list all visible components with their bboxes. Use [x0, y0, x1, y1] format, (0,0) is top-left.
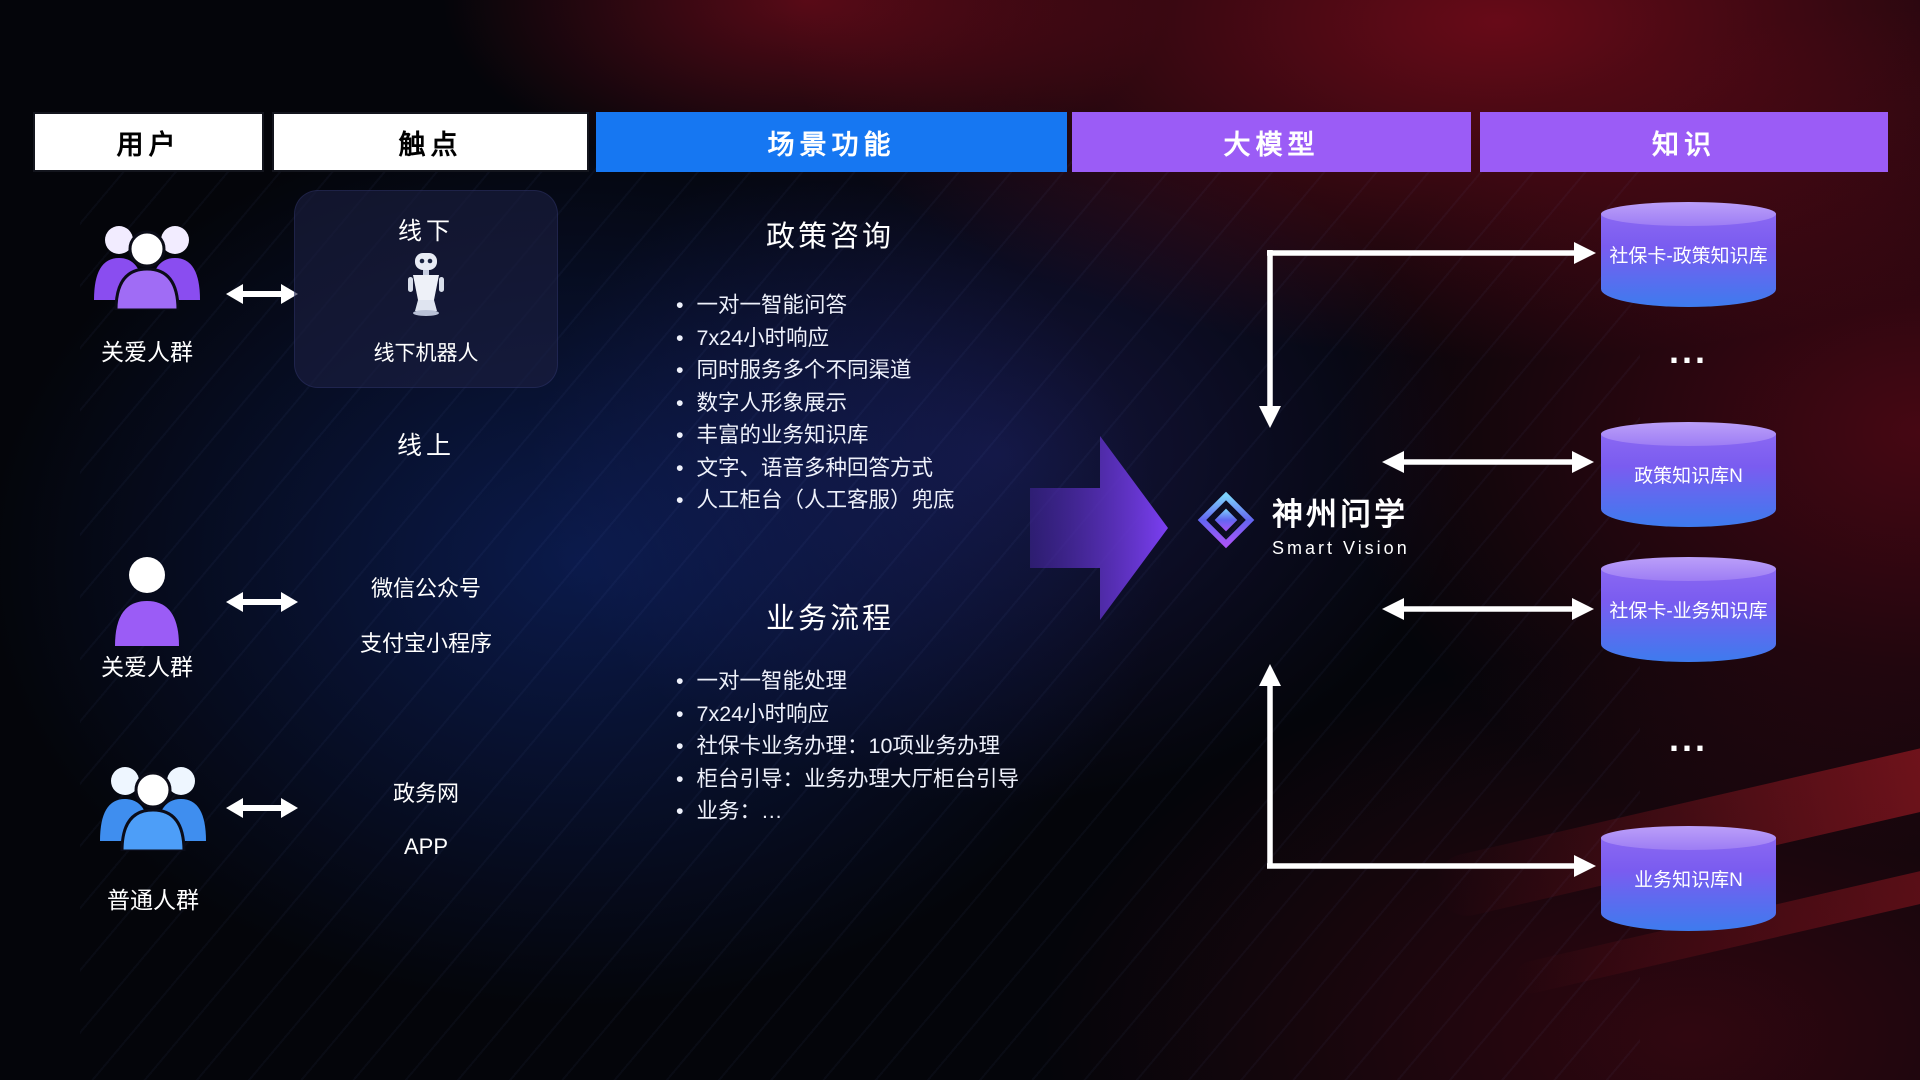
brand-diamond-icon [1197, 491, 1255, 549]
header-touchpoints: 触点 [272, 112, 589, 172]
double-arrow-icon [226, 798, 298, 818]
feature-item: 一对一智能处理 [676, 665, 1019, 698]
feature-item: 社保卡业务办理：10项业务办理 [676, 730, 1019, 763]
db-policy-n: 政策知识库N [1601, 422, 1776, 527]
front-person [114, 230, 180, 310]
feature-item: 7x24小时响应 [676, 698, 1019, 731]
feature-item: 一对一智能问答 [676, 289, 955, 322]
db-policy-social-card: 社保卡-政策知识库 [1601, 202, 1776, 307]
db-cylinder-top [1601, 826, 1776, 850]
db-cylinder-top [1601, 422, 1776, 446]
channel-wechat: 微信公众号 [370, 576, 481, 601]
double-arrow-icon [226, 592, 298, 612]
feature-item: 业务：… [676, 795, 1019, 828]
offline-robot-label: 线下机器人 [373, 342, 479, 365]
feature-item: 文字、语音多种回答方式 [676, 452, 955, 485]
db-business-n: 业务知识库N [1601, 826, 1776, 931]
policy-feature-list: 一对一智能问答 7x24小时响应 同时服务多个不同渠道 数字人形象展示 丰富的业… [676, 289, 955, 517]
db-cylinder-top [1601, 202, 1776, 226]
service-robot-icon [408, 253, 444, 316]
feature-item: 同时服务多个不同渠道 [676, 354, 955, 387]
feature-item: 数字人形象展示 [676, 387, 955, 420]
db-cylinder-body [1601, 569, 1776, 662]
channel-app: APP [403, 834, 449, 859]
feature-item: 丰富的业务知识库 [676, 419, 955, 452]
business-section-title: 业务流程 [765, 603, 894, 635]
feature-item: 人工柜台（人工客服）兜底 [676, 484, 955, 517]
front-person [120, 771, 186, 851]
brand-name: 神州问学 [1272, 497, 1408, 532]
db-cylinder-body [1601, 434, 1776, 527]
db-label: 政策知识库N [1634, 465, 1743, 487]
db-business-social-card: 社保卡-业务知识库 [1601, 557, 1776, 662]
online-label: 线上 [396, 432, 455, 460]
ellipsis-bottom: ... [1668, 718, 1708, 759]
double-arrow-icon [226, 284, 298, 304]
header-users: 用户 [33, 112, 264, 172]
feature-item: 柜台引导：业务办理大厅柜台引导 [676, 763, 1020, 796]
ellipsis-top: ... [1668, 330, 1708, 371]
policy-section-title: 政策咨询 [765, 221, 894, 253]
db-cylinder-body [1601, 838, 1776, 931]
group-people-blue-icon [100, 767, 206, 851]
channel-alipay: 支付宝小程序 [359, 631, 492, 656]
offline-title: 线下 [398, 218, 454, 245]
flow-arrow [1030, 436, 1168, 620]
header-knowledge: 知识 [1480, 112, 1888, 172]
db-cylinder-top [1601, 557, 1776, 581]
brand-block: 神州问学 Smart Vision [1272, 489, 1410, 559]
offline-touchpoint-card: 线下 线下机器人 [294, 190, 558, 388]
header-llm: 大模型 [1072, 112, 1471, 172]
user-group-2-label: 关爱人群 [101, 654, 193, 680]
db-label: 社保卡-政策知识库 [1609, 245, 1768, 267]
feature-item: 7x24小时响应 [676, 322, 955, 355]
brand-subtitle: Smart Vision [1272, 538, 1410, 558]
group-people-purple-icon [94, 226, 200, 310]
channel-gov-web: 政务网 [392, 781, 459, 806]
db-cylinder-body [1601, 214, 1776, 307]
db-label: 社保卡-业务知识库 [1609, 600, 1768, 622]
business-feature-list: 一对一智能处理 7x24小时响应 社保卡业务办理：10项业务办理 柜台引导：业务… [676, 665, 1020, 828]
single-person-purple-icon [115, 557, 179, 646]
db-label: 业务知识库N [1634, 869, 1743, 891]
user-group-3-label: 普通人群 [107, 887, 199, 913]
user-group-1-label: 关爱人群 [101, 339, 193, 365]
header-scenario: 场景功能 [596, 112, 1067, 172]
